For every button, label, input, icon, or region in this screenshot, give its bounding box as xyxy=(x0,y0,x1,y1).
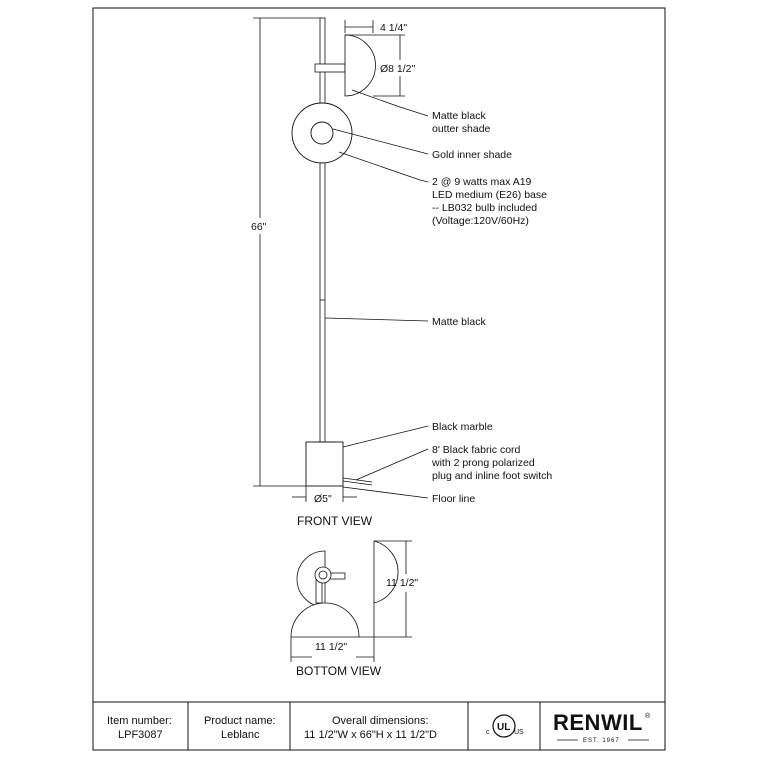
pole-collar xyxy=(314,63,346,73)
dim-bottom-width: 11 1/2" xyxy=(315,641,347,653)
product-name-value: Leblanc xyxy=(221,729,260,741)
callout-outer-shade-1: Matte black xyxy=(432,110,486,122)
callout-bulb-1: 2 @ 9 watts max A19 xyxy=(432,176,532,188)
drawing-frame xyxy=(92,7,666,751)
callout-pole: Matte black xyxy=(432,316,486,328)
front-view: 4 1/4" Ø8 1/2" 66" Ø5" Matte black outte… xyxy=(251,17,552,528)
callout-outer-shade-2: outter shade xyxy=(432,123,491,135)
power-cord xyxy=(342,477,373,483)
callout-cord-2: with 2 prong polarized xyxy=(431,457,535,469)
inner-shade xyxy=(310,121,334,145)
product-name-label: Product name: xyxy=(204,715,276,727)
callout-floor-line: Floor line xyxy=(432,493,475,505)
title-block: Item number: LPF3087 Product name: Lebla… xyxy=(93,701,665,750)
dim-shade-diameter: Ø8 1/2" xyxy=(380,63,416,75)
marble-base xyxy=(305,441,344,487)
overall-dimensions-label: Overall dimensions: xyxy=(332,715,429,727)
ul-c-text: c xyxy=(486,729,490,736)
dim-base-diameter: Ø5" xyxy=(314,493,332,505)
brand-established: EST. 1967 xyxy=(583,738,620,744)
front-view-title: FRONT VIEW xyxy=(297,514,373,528)
bottom-shade-right xyxy=(373,540,399,604)
callout-bulb-2: LED medium (E26) base xyxy=(432,189,547,201)
brand-logo: RENWIL xyxy=(553,710,643,735)
lamp-pole xyxy=(319,17,326,443)
callout-cord-3: plug and inline foot switch xyxy=(432,470,552,482)
ul-us-text: US xyxy=(514,729,524,736)
ul-mark-text: UL xyxy=(497,722,510,733)
item-number-label: Item number: xyxy=(107,715,172,727)
dim-bottom-depth: 11 1/2" xyxy=(386,577,418,589)
dim-shade-depth: 4 1/4" xyxy=(380,22,407,34)
bottom-shade-lower xyxy=(290,602,360,638)
bottom-view-title: BOTTOM VIEW xyxy=(296,664,382,678)
callout-bulb-4: (Voltage:120V/60Hz) xyxy=(432,215,529,227)
brand-registered-mark: ® xyxy=(645,712,651,720)
item-number-value: LPF3087 xyxy=(118,729,163,741)
callout-cord-1: 8' Black fabric cord xyxy=(432,444,521,456)
dim-height: 66" xyxy=(251,221,267,233)
callout-inner-shade: Gold inner shade xyxy=(432,149,512,161)
callout-base: Black marble xyxy=(432,421,493,433)
callout-bulb-3: -- LB032 bulb included xyxy=(432,202,537,214)
upper-shade-profile xyxy=(344,34,376,97)
overall-dimensions-value: 11 1/2"W x 66"H x 11 1/2"D xyxy=(304,729,437,741)
ul-certification-icon: UL c US xyxy=(486,714,524,738)
bottom-view: 11 1/2" 11 1/2" BOTTOM VIEW xyxy=(290,540,418,678)
